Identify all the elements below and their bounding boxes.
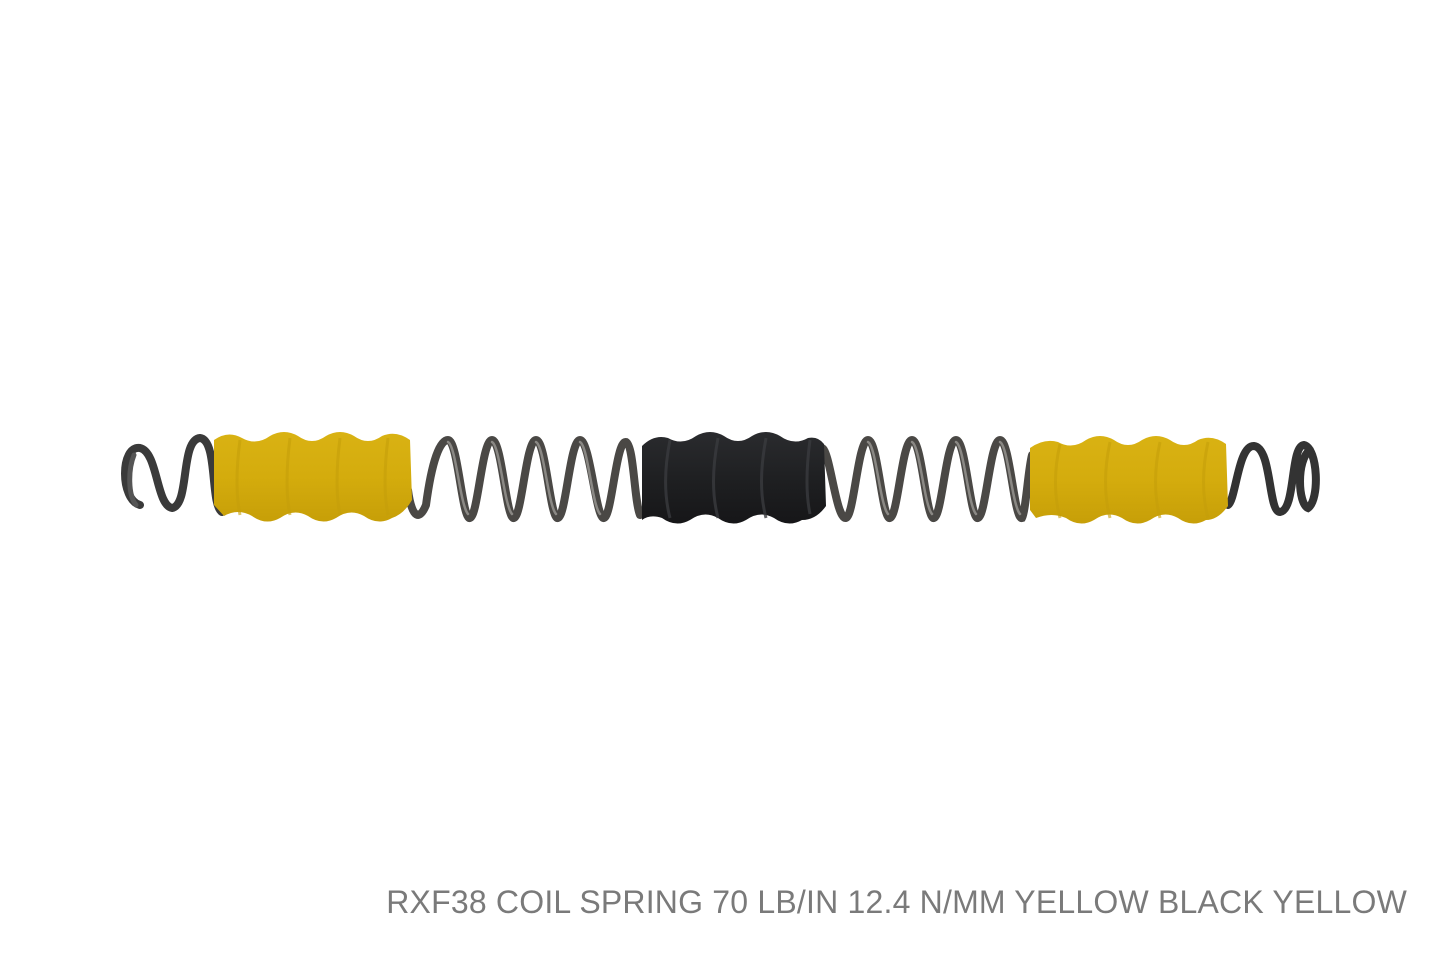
yellow-sleeve-right [1030,436,1228,524]
spring-coil-section-1 [404,435,644,523]
yellow-sleeve-left [214,432,412,522]
product-caption: RXF38 COIL SPRING 70 LB/IN 12.4 N/MM YEL… [386,884,1407,920]
spring-coil-left-end [121,433,226,516]
black-sleeve-center [642,432,826,524]
spring-coil-right-end [1224,440,1320,517]
spring-coil-section-2 [818,435,1036,523]
